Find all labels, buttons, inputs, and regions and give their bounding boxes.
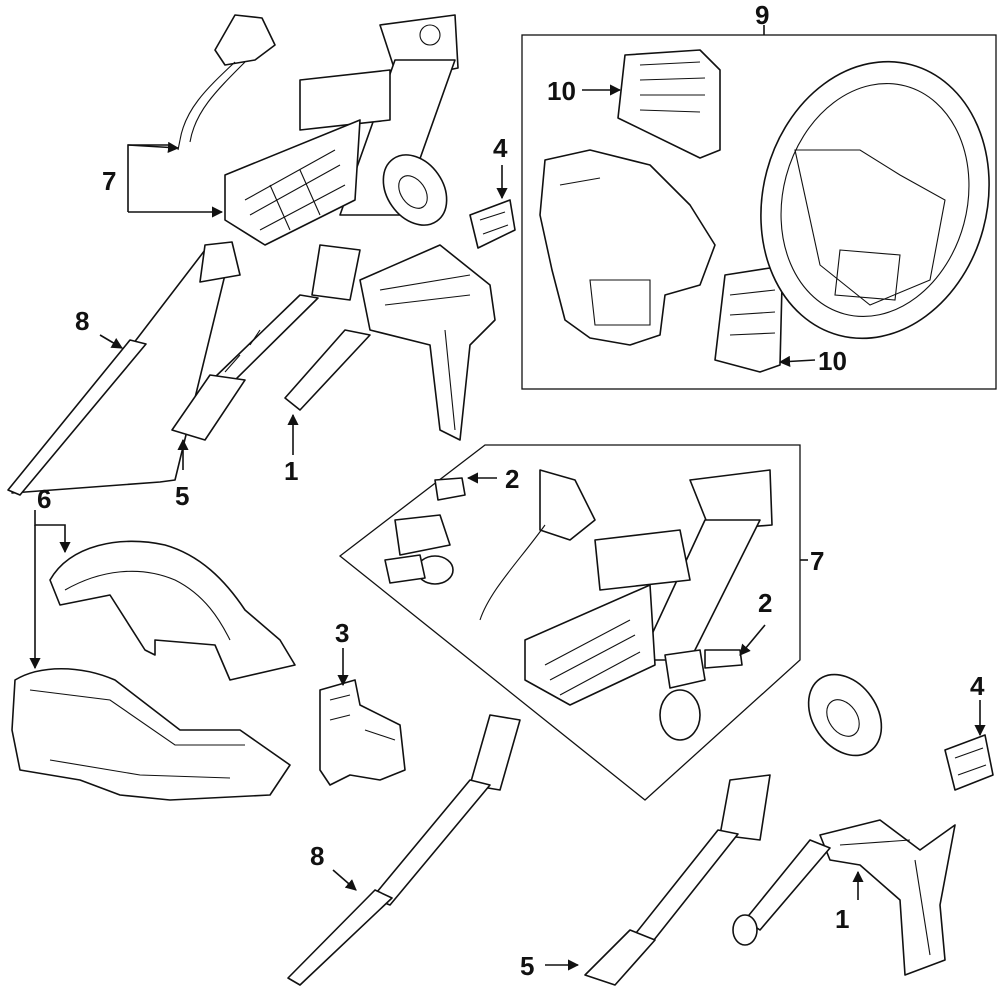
lock-module-lower (944, 734, 994, 791)
column-housing-right-upper (284, 244, 496, 441)
callout-8-lower: 8 (310, 841, 324, 871)
intermediate-shaft-long-upper (7, 241, 241, 496)
ignition-switch-lower (659, 649, 743, 741)
steering-wheel-switch-lower (714, 267, 783, 373)
callout-10-lower: 10 (818, 346, 847, 376)
ignition-lock-assembly (384, 477, 466, 585)
callout-2-lower: 2 (758, 588, 772, 618)
airbag-trim-cover (539, 149, 716, 346)
callout-8-upper: 8 (75, 306, 89, 336)
callout-10-upper: 10 (547, 76, 576, 106)
callout-4-upper: 4 (493, 133, 508, 163)
callout-5-upper: 5 (175, 481, 189, 511)
column-cover-ring-upper (382, 154, 448, 226)
steering-column-assembly-upper (177, 14, 459, 246)
callout-1-lower: 1 (835, 904, 849, 934)
steering-wheel-switch-upper (617, 49, 721, 159)
steering-column-assembly-lower (479, 469, 773, 706)
multifunction-switch (319, 679, 406, 786)
steering-wheel-group-frame (521, 34, 997, 390)
column-cover-upper (49, 540, 296, 681)
lock-module-upper (469, 199, 516, 249)
column-assembly-group-frame (338, 444, 801, 801)
callout-7-lower: 7 (810, 546, 824, 576)
callout-6: 6 (37, 484, 51, 514)
column-cover-ring-lower (807, 673, 883, 757)
steering-wheel (760, 60, 990, 340)
callout-5-lower: 5 (520, 951, 534, 981)
callout-7-upper: 7 (102, 166, 116, 196)
intermediate-shaft-upper (171, 244, 361, 441)
callout-9: 9 (755, 0, 769, 30)
callout-2-upper: 2 (505, 464, 519, 494)
callout-1-upper: 1 (284, 456, 298, 486)
column-housing-right-lower (732, 819, 956, 976)
leader-lines (29, 25, 986, 971)
callout-3: 3 (335, 618, 349, 648)
intermediate-shaft-long-lower (287, 714, 521, 986)
intermediate-shaft-lower (584, 774, 771, 986)
callout-4-lower: 4 (970, 671, 985, 701)
column-cover-lower (11, 668, 291, 801)
